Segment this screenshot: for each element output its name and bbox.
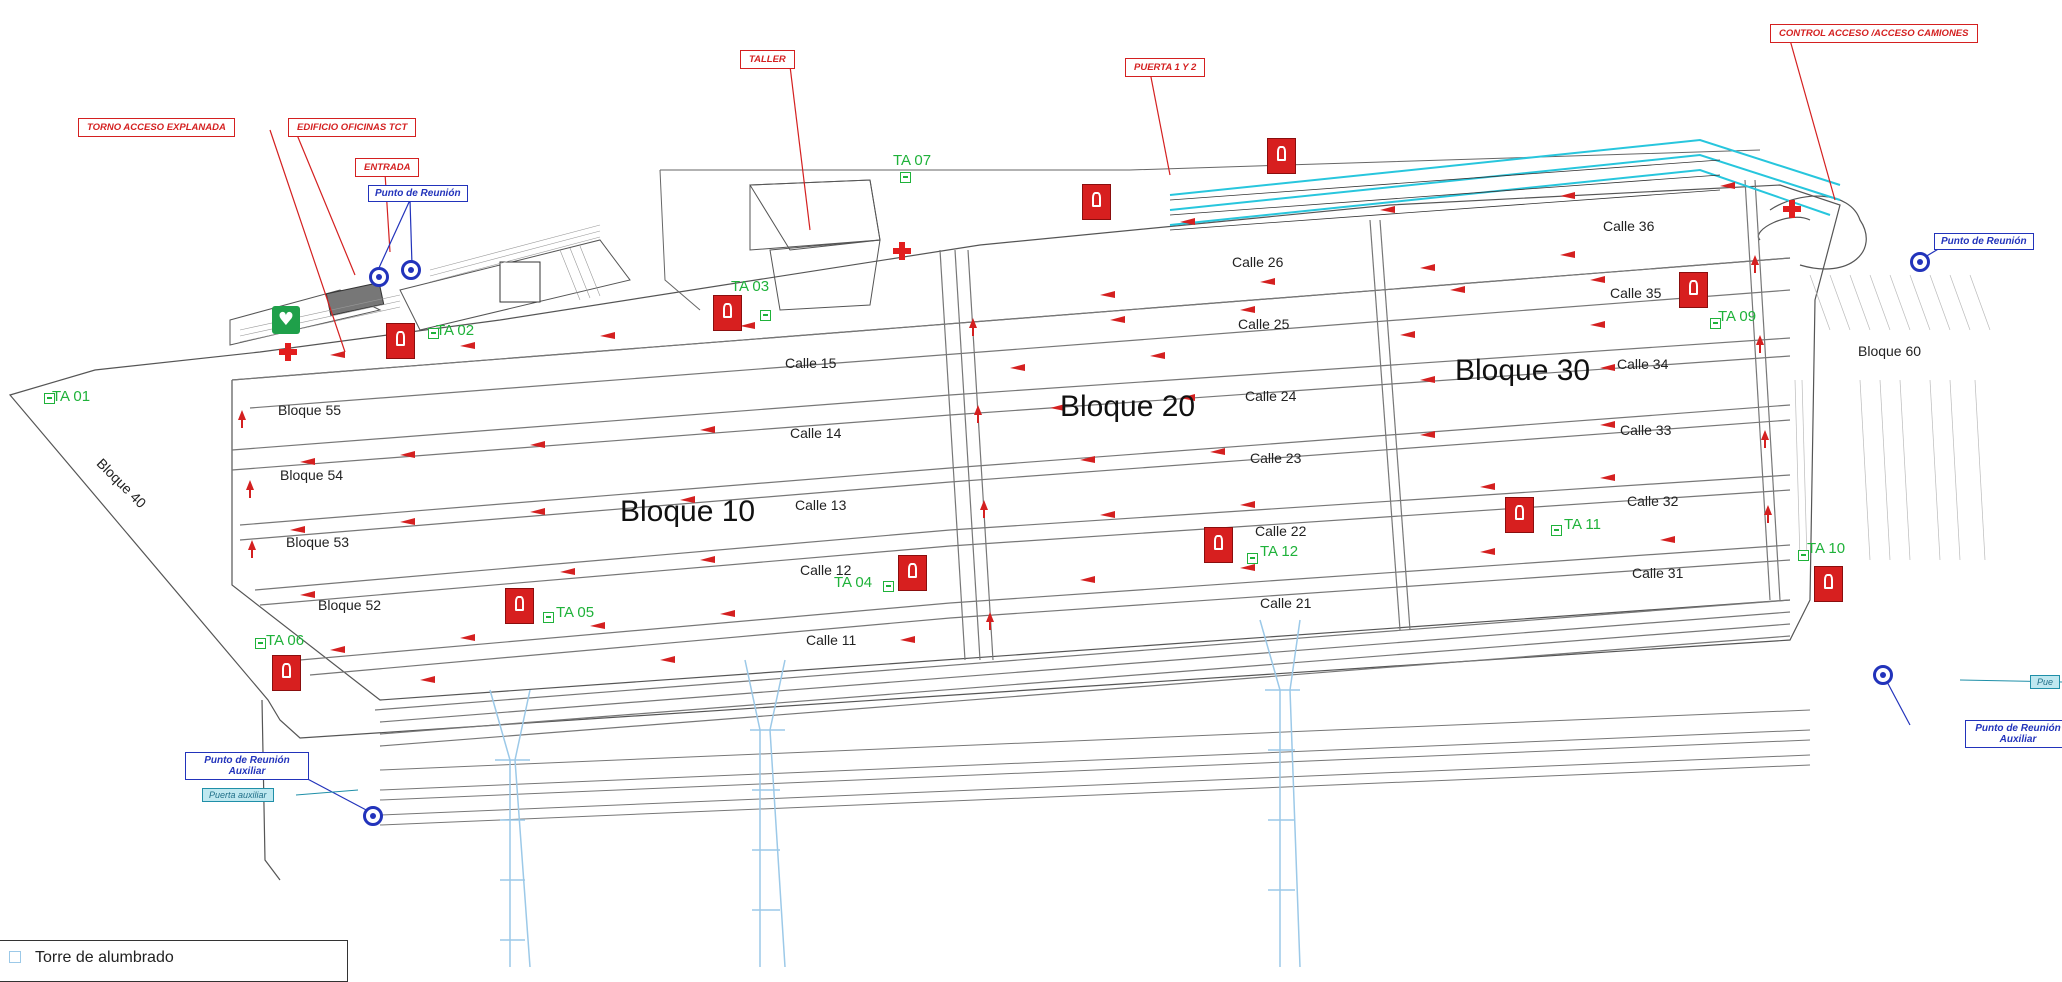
first-aid-cross-icon xyxy=(1783,200,1801,218)
block-label-52: Bloque 52 xyxy=(318,597,382,613)
cranes xyxy=(489,619,1301,967)
fire-extinguisher-icon xyxy=(898,555,927,591)
street-label: Calle 14 xyxy=(790,425,842,441)
ta-label: TA 02 xyxy=(436,322,475,339)
fire-extinguisher-icon xyxy=(386,323,415,359)
ta-box-icon xyxy=(1710,318,1721,329)
street-label: Calle 13 xyxy=(795,497,847,513)
street-label: Calle 32 xyxy=(1627,493,1679,509)
block-label-20: Bloque 20 xyxy=(1060,390,1196,423)
ta-label: TA 07 xyxy=(893,152,932,169)
right-parking-stripes xyxy=(1794,274,1991,561)
street-label: Calle 21 xyxy=(1260,595,1312,611)
ta-label: TA 03 xyxy=(731,278,770,295)
assembly-point-marker xyxy=(401,260,421,280)
callout-edificio-oficinas: EDIFICIO OFICINAS TCT xyxy=(288,118,417,137)
street-label: Calle 25 xyxy=(1238,316,1290,332)
ta-label: TA 01 xyxy=(52,388,91,405)
ta-box-icon xyxy=(900,172,911,183)
callout-puerta-auxiliar: Puerta auxiliar xyxy=(202,788,274,802)
vertical-arrows xyxy=(238,255,1772,630)
ta-box-icon xyxy=(1551,525,1562,536)
street-label: Calle 15 xyxy=(785,355,837,371)
fire-extinguisher-icon xyxy=(505,588,534,624)
street-label: Calle 34 xyxy=(1617,356,1669,372)
assembly-point-marker xyxy=(363,806,383,826)
ta-box-icon xyxy=(543,612,554,623)
parking-stripes xyxy=(239,224,601,343)
street-label: Calle 24 xyxy=(1245,388,1297,404)
fire-extinguisher-icon xyxy=(1505,497,1534,533)
block-separators xyxy=(939,179,1781,661)
street-label: Calle 11 xyxy=(806,632,857,648)
ta-label: TA 06 xyxy=(266,632,305,649)
callout-torno-acceso: TORNO ACCESO EXPLANADA xyxy=(78,118,235,137)
rail-tracks xyxy=(1169,138,1841,226)
fire-extinguisher-icon xyxy=(1082,184,1111,220)
ta-label: TA 11 xyxy=(1564,516,1601,533)
block-label-55: Bloque 55 xyxy=(278,402,342,418)
callout-punto-reunion-1: Punto de Reunión xyxy=(368,185,468,202)
ta-box-icon xyxy=(44,393,55,404)
buildings xyxy=(229,179,881,346)
callout-punto-reunion-2: Punto de Reunión xyxy=(1934,233,2034,250)
callout-entrada: ENTRADA xyxy=(355,158,420,177)
street-label: Calle 22 xyxy=(1255,523,1307,539)
callout-pue-right: Pue xyxy=(2030,675,2061,689)
route-arrows xyxy=(290,182,1735,683)
ta-box-icon xyxy=(428,328,439,339)
assembly-point-marker xyxy=(1910,252,1930,272)
first-aid-cross-icon xyxy=(893,242,911,260)
block-label-53: Bloque 53 xyxy=(286,534,350,550)
aed-icon: ♥ xyxy=(272,306,300,334)
street-label: Calle 31 xyxy=(1632,565,1684,581)
leader-lines xyxy=(269,39,1836,353)
fire-extinguisher-icon xyxy=(1679,272,1708,308)
ta-box-icon xyxy=(1798,550,1809,561)
fire-extinguisher-icon xyxy=(713,295,742,331)
ta-label: TA 10 xyxy=(1807,540,1846,557)
block-label-54: Bloque 54 xyxy=(280,467,344,483)
fire-extinguisher-icon xyxy=(1267,138,1296,174)
quay-road xyxy=(659,149,1761,311)
quay-lines xyxy=(379,709,1811,826)
fire-extinguisher-icon xyxy=(1814,566,1843,602)
fire-extinguisher-icon xyxy=(1204,527,1233,563)
callout-taller: TALLER xyxy=(740,50,795,69)
block-label-10: Bloque 10 xyxy=(620,495,756,528)
street-label: Calle 33 xyxy=(1620,422,1672,438)
callout-control-acceso: CONTROL ACCESO /ACCESO CAMIONES xyxy=(1770,24,1978,43)
street-label: Calle 35 xyxy=(1610,285,1662,301)
legend-box: Torre de alumbrado xyxy=(0,940,348,982)
ta-label: TA 05 xyxy=(556,604,595,621)
lighting-tower-icon xyxy=(9,951,21,963)
street-label: Calle 36 xyxy=(1603,218,1655,234)
legend-item-label: Torre de alumbrado xyxy=(35,949,174,966)
callout-punto-reunion-aux-right: Punto de Reunión Auxiliar xyxy=(1965,720,2062,748)
street-label: Calle 23 xyxy=(1250,450,1302,466)
ta-box-icon xyxy=(255,638,266,649)
callout-punto-reunion-aux-left: Punto de Reunión Auxiliar xyxy=(185,752,309,780)
fire-extinguisher-icon xyxy=(272,655,301,691)
block-label-60: Bloque 60 xyxy=(1858,343,1922,359)
ta-label: TA 12 xyxy=(1260,543,1299,560)
street-label: Calle 26 xyxy=(1232,254,1284,270)
cyan-leader-lines xyxy=(295,679,2062,796)
street-label: Calle 12 xyxy=(800,562,852,578)
ta-box-icon xyxy=(1247,553,1258,564)
ta-box-icon xyxy=(883,581,894,592)
assembly-point-marker xyxy=(1873,665,1893,685)
block-label-30: Bloque 30 xyxy=(1455,354,1591,387)
ta-box-icon xyxy=(760,310,771,321)
gate-lines xyxy=(1169,159,1721,231)
callout-puerta: PUERTA 1 Y 2 xyxy=(1125,58,1206,77)
ta-label: TA 09 xyxy=(1718,308,1757,325)
ta-label: TA 04 xyxy=(834,574,873,591)
lanes xyxy=(231,257,1791,747)
first-aid-cross-icon xyxy=(279,343,297,361)
assembly-point-marker xyxy=(369,267,389,287)
